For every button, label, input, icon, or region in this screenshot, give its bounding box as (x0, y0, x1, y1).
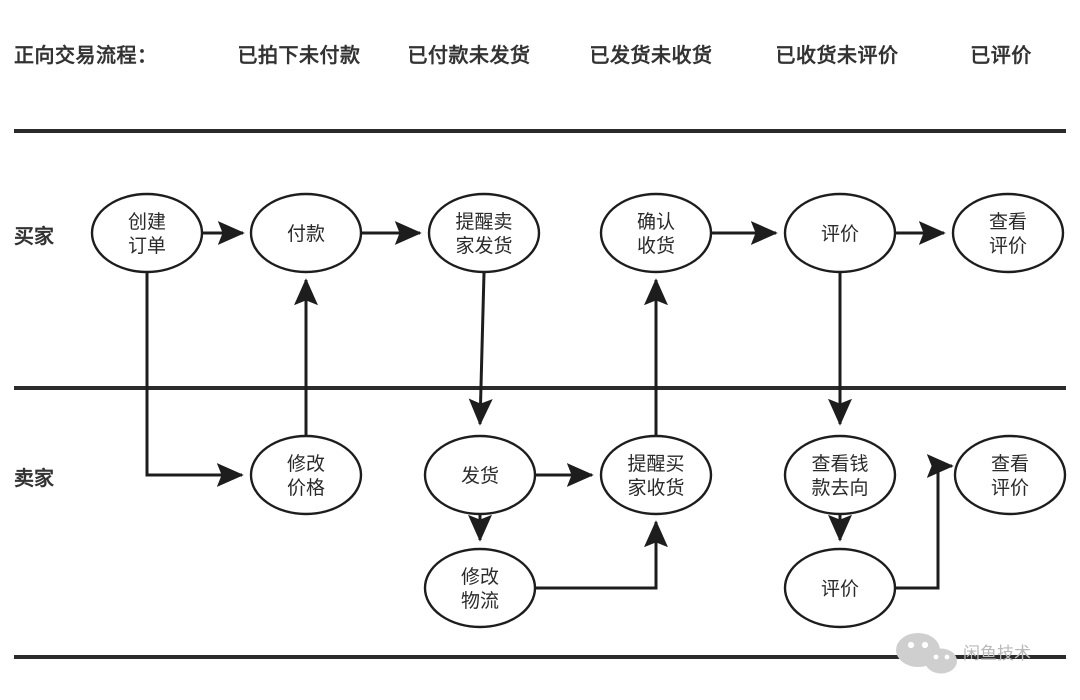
node-shape (90, 192, 204, 274)
node-shape (953, 434, 1067, 516)
node-shape (599, 434, 713, 516)
wechat-icon-dot-b (921, 641, 929, 649)
node-label: 确认收货 (637, 211, 675, 257)
stage-label-3: 已收货未评价 (776, 43, 899, 67)
wechat-icon-dot-a (907, 641, 915, 649)
node-remind-seller-ship[interactable]: 提醒卖家发货 (427, 192, 541, 274)
node-label: 提醒买家收货 (627, 453, 684, 499)
watermark-label: 闲鱼技术 (963, 644, 1031, 664)
lane-labels: 买家 卖家 (14, 224, 55, 490)
lane-dividers (14, 129, 1066, 659)
stage-label-0: 已拍下未付款 (238, 43, 361, 67)
node-shape (599, 192, 713, 274)
edge-remind-seller-ship-to-ship (468, 272, 493, 426)
stage-label-1: 已付款未发货 (408, 43, 531, 67)
node-label: 修改价格 (287, 453, 325, 499)
node-shape (423, 547, 537, 629)
node-ship[interactable]: 发货 (423, 434, 537, 516)
node-create-order[interactable]: 创建订单 (90, 192, 204, 274)
node-label: 查看评价 (991, 453, 1029, 499)
node-label: 查看评价 (989, 211, 1027, 257)
edge-seller-rate-to-seller-view-rating (896, 454, 954, 590)
node-label: 评价 (821, 578, 859, 600)
edge-modify-logistics-to-remind-buyer-receive (536, 520, 668, 590)
node-shape (249, 434, 363, 516)
stage-label-2: 已发货未收货 (590, 43, 713, 67)
lane-label-seller: 卖家 (14, 466, 55, 490)
node-shape (427, 192, 541, 274)
diagram-title: 正向交易流程： (14, 43, 158, 67)
node-label: 发货 (461, 465, 499, 487)
node-pay[interactable]: 付款 (249, 192, 363, 274)
node-shape (783, 547, 897, 629)
node-buyer-view-rating[interactable]: 查看评价 (951, 192, 1065, 274)
nodes: 创建订单付款提醒卖家发货确认收货评价查看评价修改价格发货提醒买家收货查看钱款去向… (90, 192, 1067, 629)
node-label: 创建订单 (128, 211, 166, 257)
wechat-icon-small-bubble (925, 648, 957, 674)
node-label: 评价 (821, 223, 859, 245)
diagram-title-group: 正向交易流程： (14, 43, 158, 67)
stage-labels: 已拍下未付款 已付款未发货 已发货未收货 已收货未评价 已评价 (238, 43, 1032, 67)
stage-label-4: 已评价 (970, 43, 1032, 67)
node-seller-view-rating[interactable]: 查看评价 (953, 434, 1067, 516)
node-remind-buyer-receive[interactable]: 提醒买家收货 (599, 434, 713, 516)
node-shape (249, 192, 363, 274)
node-shape (951, 192, 1065, 274)
node-buyer-rate[interactable]: 评价 (783, 192, 897, 274)
node-seller-rate[interactable]: 评价 (783, 547, 897, 629)
node-label: 查看钱款去向 (811, 453, 868, 499)
node-shape (783, 434, 897, 516)
node-label: 修改物流 (461, 566, 499, 612)
watermark: 闲鱼技术 (896, 633, 1031, 674)
edge-create-order-to-modify-price (145, 273, 244, 487)
node-modify-logistics[interactable]: 修改物流 (423, 547, 537, 629)
node-modify-price[interactable]: 修改价格 (249, 434, 363, 516)
node-shape (783, 192, 897, 274)
edges (145, 221, 954, 590)
node-label: 提醒卖家发货 (455, 211, 512, 257)
node-shape (423, 434, 537, 516)
wechat-icon-dot-d (944, 654, 950, 660)
wechat-icon-dot-c (933, 654, 939, 660)
lane-label-buyer: 买家 (14, 224, 55, 248)
node-label: 付款 (287, 223, 325, 245)
node-view-money-flow[interactable]: 查看钱款去向 (783, 434, 897, 516)
node-confirm-receipt[interactable]: 确认收货 (599, 192, 713, 274)
